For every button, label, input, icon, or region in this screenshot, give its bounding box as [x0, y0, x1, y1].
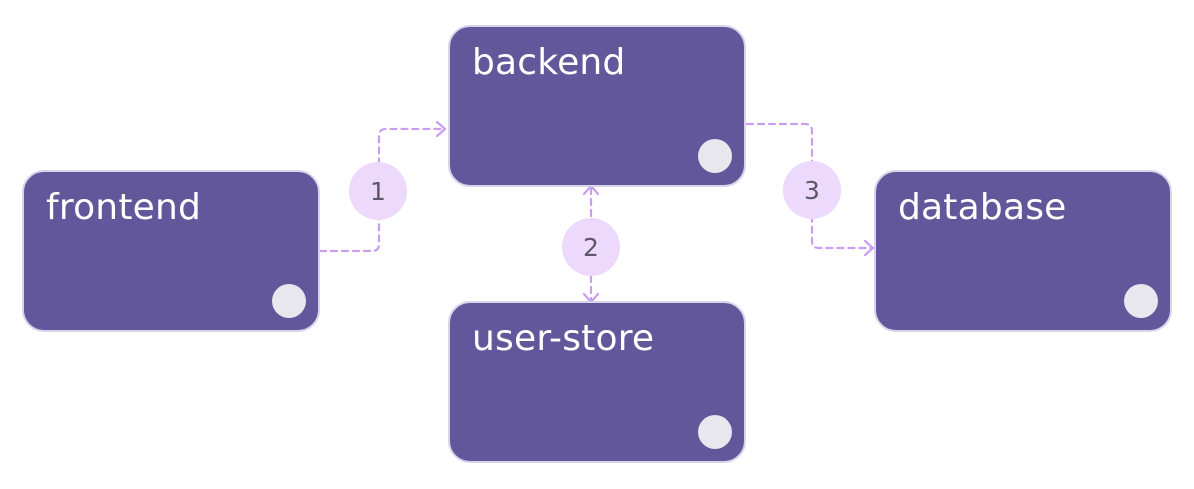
node-handle-icon[interactable]	[272, 284, 306, 318]
node-frontend[interactable]: frontend	[22, 170, 320, 332]
edge-badge-2[interactable]: 2	[562, 218, 620, 276]
node-label: database	[898, 187, 1067, 228]
node-database[interactable]: database	[874, 170, 1172, 332]
node-handle-icon[interactable]	[698, 415, 732, 449]
edge-badge-1[interactable]: 1	[349, 162, 407, 220]
node-label: backend	[472, 42, 626, 83]
node-label: frontend	[46, 187, 202, 228]
node-handle-icon[interactable]	[698, 139, 732, 173]
node-handle-icon[interactable]	[1124, 284, 1158, 318]
arrowhead-database-in	[863, 239, 875, 257]
node-user-store[interactable]: user-store	[448, 301, 746, 463]
edge-badge-3[interactable]: 3	[783, 161, 841, 219]
node-label: user-store	[472, 318, 655, 359]
node-backend[interactable]: backend	[448, 25, 746, 187]
arrowhead-backend-in	[435, 120, 447, 138]
